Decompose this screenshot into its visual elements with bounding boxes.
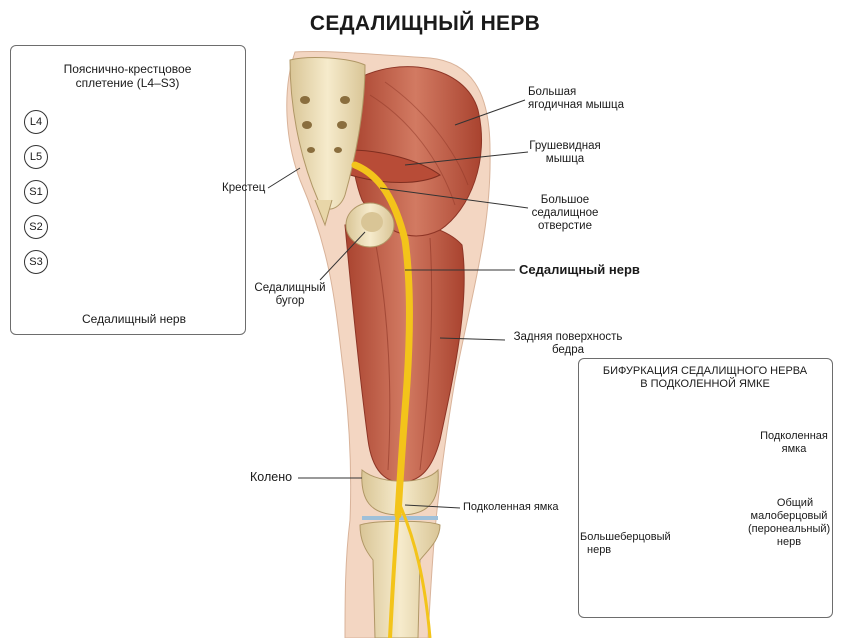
root-l4: L4 [24, 110, 48, 134]
page-title: СЕДАЛИЩНЫЙ НЕРВ [309, 12, 541, 35]
sacrum [289, 57, 366, 210]
hamstring-muscles [344, 219, 465, 483]
bifurcation-title-line1: БИФУРКАЦИЯ СЕДАЛИЩНОГО НЕРВА [602, 365, 808, 377]
ischial-tuber-label-1: Седалищный [254, 282, 326, 294]
peroneal-nerve-label-1: Общий [776, 497, 814, 509]
sciatic-nerve-label: Седалищный нерв [519, 262, 640, 277]
root-s3: S3 [24, 250, 48, 274]
knee-label: Колено [250, 470, 293, 484]
foramen-label-2: седалищное [531, 207, 599, 219]
foramen-label-3: отверстие [537, 220, 593, 232]
peroneal-nerve-label-2: малоберцовый [750, 510, 828, 522]
bifurcation-title-line2: В ПОДКОЛЕННОЙ ЯМКЕ [640, 378, 770, 390]
root-l5: L5 [24, 145, 48, 169]
ischial-tuber-label-2: бугор [275, 295, 305, 307]
inset-popliteal-label-1: Подколенная [760, 430, 828, 442]
foramen-label-1: Большое [540, 194, 590, 206]
lumbosacral-plexus-inset [10, 45, 246, 335]
popliteal-label: Подколенная ямка [463, 501, 559, 513]
peroneal-nerve-label-3: (перонеальный) [748, 523, 831, 535]
tibial-nerve-label-2: нерв [587, 544, 612, 556]
sciatic-nerve [351, 161, 414, 519]
tibia [359, 520, 441, 638]
piriformis-label-2: мышца [545, 153, 585, 165]
gluteus-max-label-1: Большая [528, 86, 577, 98]
root-s1: S1 [24, 180, 48, 204]
posterior-thigh-label-1: Задняя поверхность [513, 331, 623, 343]
bifurcation-inset [578, 358, 833, 618]
plexus-sciatic-label: Седалищный нерв [82, 312, 186, 326]
plexus-title-line2: сплетение (L4–S3) [75, 76, 180, 90]
tibial-nerve-label-1: Большеберцовый [580, 531, 671, 543]
inset-popliteal-label-2: ямка [781, 443, 807, 455]
posterior-thigh-label-2: бедра [551, 344, 585, 356]
gluteus-max-label-2: ягодичная мышца [528, 99, 624, 111]
root-s2: S2 [24, 215, 48, 239]
peroneal-nerve-label-4: нерв [776, 536, 802, 548]
sacrum-label: Крестец [222, 182, 266, 194]
plexus-title-line1: Пояснично-крестцовое [63, 62, 192, 76]
piriformis-label-1: Грушевидная [529, 140, 601, 152]
